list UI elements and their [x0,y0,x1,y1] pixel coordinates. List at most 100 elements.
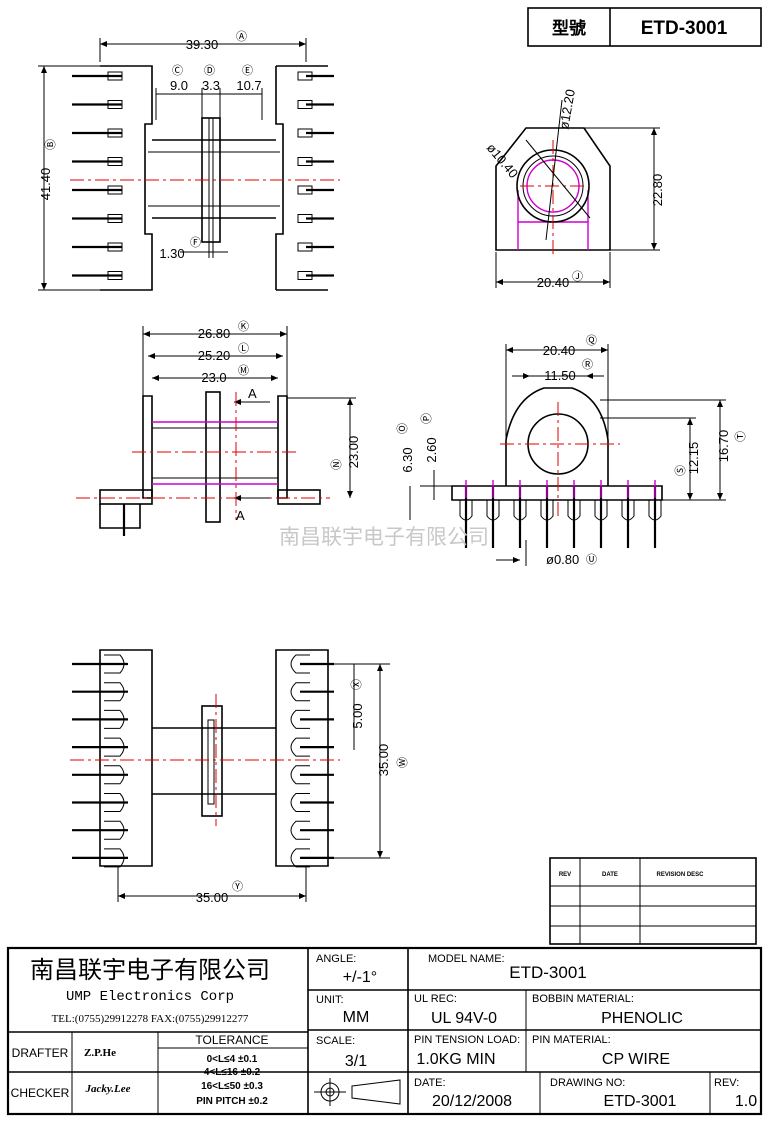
tolerance-row-3: 16<L≤50 ±0.3 [201,1081,263,1092]
marker-k: Ⓚ [238,320,249,333]
dim-front-width: 20.40 [543,343,576,358]
pin-terminal [297,100,313,109]
pin-slot [290,765,310,785]
marker-o: Ⓞ [396,423,409,434]
dim-front-h1: 6.30 [400,447,415,472]
marker-r: Ⓡ [582,358,593,371]
pin-terminal [107,100,123,109]
checker-signature: Jacky.Lee [84,1083,130,1095]
dim-pin-dia: ø0.80 [546,552,579,567]
revision-table: REV DATE REVISION DESC [549,857,757,945]
dim-bottom-width: 35.00 [196,890,229,905]
drafter-signature: Z.P.He [84,1047,116,1059]
dim-f: 1.30 [159,246,184,261]
pin-slot [104,765,125,785]
pin-slot [290,654,310,674]
pin-slot [540,500,554,521]
pin-tension-label: PIN TENSION LOAD: [414,1034,520,1046]
model-name-label: MODEL NAME: [428,953,505,965]
marker-s: Ⓢ [674,465,687,476]
marker-l: Ⓛ [238,342,249,355]
dim-front-h3: 12.15 [686,442,701,475]
pin-terminal [107,214,123,223]
marker-j: Ⓙ [572,270,583,283]
pin-slot [621,500,635,521]
dim-side-w2: 25.20 [198,348,231,363]
section-a-top: A [248,386,257,401]
dim-side-w3: 23.0 [201,370,226,385]
company-name-cn: 南昌联宇电子有限公司 [30,957,270,984]
pin-slot [104,737,125,757]
pin-terminal [297,185,313,195]
tolerance-row-2: 4<L≤16 ±0.2 [204,1067,261,1078]
marker-u: Ⓤ [586,553,597,566]
pin-slot [104,793,125,812]
pin-slot [513,500,527,521]
top-view: 39.30 Ⓐ 9.0 3.3 10.7 Ⓒ Ⓓ Ⓔ 41.40 Ⓑ 1.30 … [38,30,340,291]
dim-dia-inner: ø10.40 [484,140,522,181]
dim-end-height: 22.80 [650,174,665,207]
dim-end-width: 20.40 [537,275,570,290]
dim-dia-outer: ø12.20 [556,88,578,130]
marker-e: Ⓔ [242,64,253,77]
unit-value: MM [343,1009,370,1026]
date-label: DATE: [414,1077,446,1089]
rev-col-rev: REV [559,872,571,878]
dim-side-w1: 26.80 [198,326,231,341]
marker-n: Ⓝ [330,459,343,470]
pin-slot [459,500,473,521]
marker-q: Ⓠ [586,334,597,347]
pin-slot [567,500,581,521]
tolerance-label: TOLERANCE [195,1033,268,1047]
pin-terminal [297,128,313,138]
type-value: ETD-3001 [641,18,728,39]
tolerance-row-1: 0<L≤4 ±0.1 [207,1054,258,1065]
pin-slot [290,682,310,702]
dim-height-left: 41.40 [38,168,53,201]
pin-slot [290,737,310,757]
projection-symbol-icon [314,1078,401,1106]
dim-front-h2: 2.60 [424,437,439,462]
ul-rec-value: UL 94V-0 [431,1010,497,1027]
bobbin-material-value: PHENOLIC [601,1010,683,1027]
title-block: 南昌联宇电子有限公司 UMP Electronics Corp TEL:(075… [6,946,763,1116]
pin-terminal [297,271,313,280]
pin-slot [290,820,310,840]
pin-terminal [107,128,123,138]
marker-w: Ⓦ [396,757,409,768]
dim-front-h4: 16.70 [716,430,731,463]
pin-material-label: PIN MATERIAL: [532,1034,611,1046]
dim-pin-span: 35.00 [376,744,391,777]
end-view: ø10.40 ø12.20 22.80 20.40 Ⓙ [484,88,665,290]
drawing-no-label: DRAWING NO: [550,1077,625,1089]
drawing-no-value: ETD-3001 [604,1093,677,1110]
pin-material-value: CP WIRE [602,1051,670,1068]
rev-label: REV: [714,1077,739,1089]
pin-terminal [297,157,313,166]
pin-slot [290,793,310,812]
type-label: 型號 [552,18,586,38]
pin-terminal [107,271,123,280]
pin-terminal [107,157,123,166]
pin-slot [104,682,125,702]
pin-terminal [107,242,123,252]
pin-slot [290,848,310,868]
model-header: 型號 ETD-3001 [527,7,762,47]
dim-side-height: 23.00 [346,436,361,469]
rev-col-desc: REVISION DESC [656,872,704,878]
rev-value: 1.0 [735,1093,757,1110]
marker-b: Ⓑ [44,139,57,150]
company-name-en: UMP Electronics Corp [66,989,234,1005]
pin-terminal [107,71,123,81]
pin-terminal [297,214,313,223]
marker-a: Ⓐ [236,30,247,43]
scale-label: SCALE: [316,1035,355,1047]
marker-x: Ⓧ [350,679,363,690]
pin-slot [648,500,662,521]
angle-value: +/-1° [343,969,377,986]
front-view: 20.40 Ⓠ 11.50 Ⓡ 6.30 2.60 Ⓞ Ⓟ 12.15 16.7… [396,334,747,567]
marker-m: Ⓜ [238,364,249,377]
pin-tension-value: 1.0KG MIN [416,1051,495,1068]
